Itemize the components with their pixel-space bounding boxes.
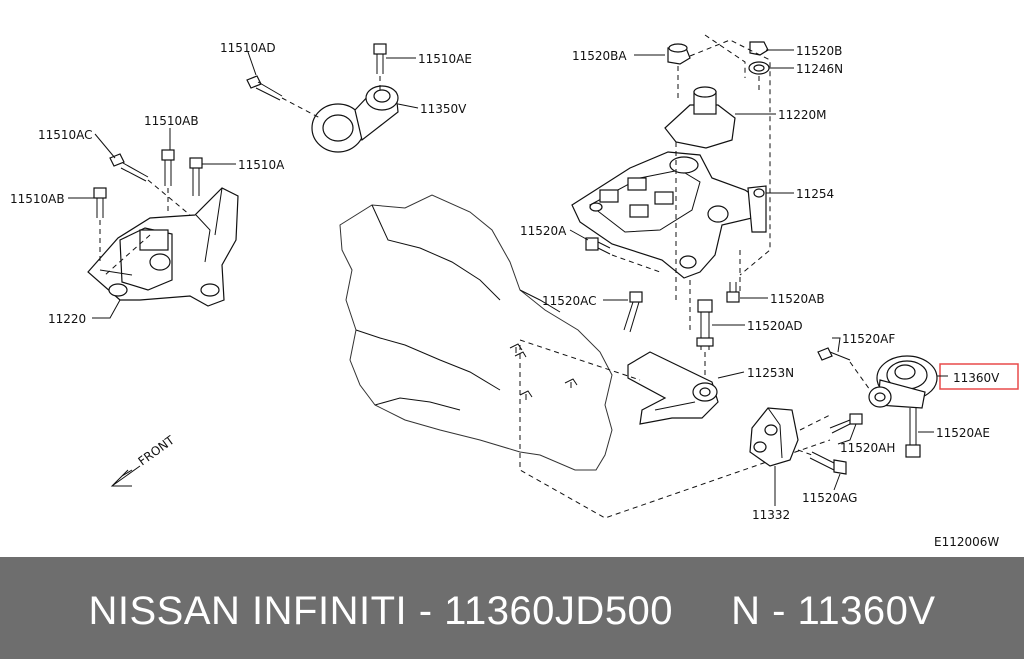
label-11520ah: 11520AH [840, 441, 895, 455]
label-11253n: 11253N [747, 366, 794, 380]
bolt-11510a [189, 157, 203, 196]
nut-11520ba [667, 43, 691, 65]
bracket-11332 [749, 407, 799, 467]
label-11520af: 11520AF [842, 332, 895, 346]
part-number-text: NISSAN INFINITI - 11360JD500 N - 11360V [88, 589, 936, 633]
bolt-11510ab-left [93, 187, 107, 218]
label-11510ad: 11510AD [220, 41, 276, 55]
label-11220: 11220 [48, 312, 86, 326]
front-label: FRONT [136, 433, 178, 469]
label-11520ab: 11520AB [770, 292, 825, 306]
leader-lines [68, 49, 934, 506]
label-11360v: 11360V [953, 371, 1000, 385]
label-11510ab-top: 11510AB [144, 114, 199, 128]
bolt-11520ah [829, 413, 863, 434]
part-number-banner: NISSAN INFINITI - 11360JD500 N - 11360V [0, 557, 1024, 659]
bracket-11254 [571, 151, 767, 279]
label-11220m: 11220M [778, 108, 827, 122]
bolt-11520ab [726, 282, 740, 303]
bolt-11510ab-top [161, 149, 175, 186]
torque-rod-11360v [868, 355, 938, 409]
bolt-11520ag [809, 451, 847, 475]
bolt-11510ad [246, 75, 283, 101]
label-11246n: 11246N [796, 62, 843, 76]
label-11520a: 11520A [520, 224, 567, 238]
label-11520ba: 11520BA [572, 49, 627, 63]
label-11520ac: 11520AC [542, 294, 597, 308]
label-11332: 11332 [752, 508, 790, 522]
bolt-11510ac [109, 153, 149, 182]
engine-mount-11220 [87, 187, 239, 307]
bolt-11520a [585, 237, 611, 255]
label-11510ab-left: 11510AB [10, 192, 65, 206]
drawing-code: E112006W [934, 535, 999, 549]
bolt-11510ae [373, 43, 387, 74]
label-11520b: 11520B [796, 44, 842, 58]
bolt-11520af [817, 347, 851, 361]
label-11350v: 11350V [420, 102, 467, 116]
label-11510ae: 11510AE [418, 52, 472, 66]
bolt-11520ac [623, 291, 643, 333]
bracket-11253n [627, 351, 719, 425]
torque-rod-11350v [311, 85, 399, 153]
washer-11246n [748, 61, 770, 75]
bolt-11520ae [905, 408, 921, 458]
nut-11520b [749, 41, 769, 56]
engine-outline [339, 194, 613, 471]
bolt-11520ad [696, 299, 714, 350]
label-11520ae: 11520AE [936, 426, 990, 440]
mount-11220m [664, 86, 736, 149]
label-11510ac: 11510AC [38, 128, 93, 142]
label-11510a: 11510A [238, 158, 285, 172]
engine-mount-diagram: FRONT 11510AD [10, 34, 1019, 549]
label-11254: 11254 [796, 187, 834, 201]
label-11520ad: 11520AD [747, 319, 803, 333]
label-11520ag: 11520AG [802, 491, 857, 505]
front-arrow [110, 465, 141, 487]
